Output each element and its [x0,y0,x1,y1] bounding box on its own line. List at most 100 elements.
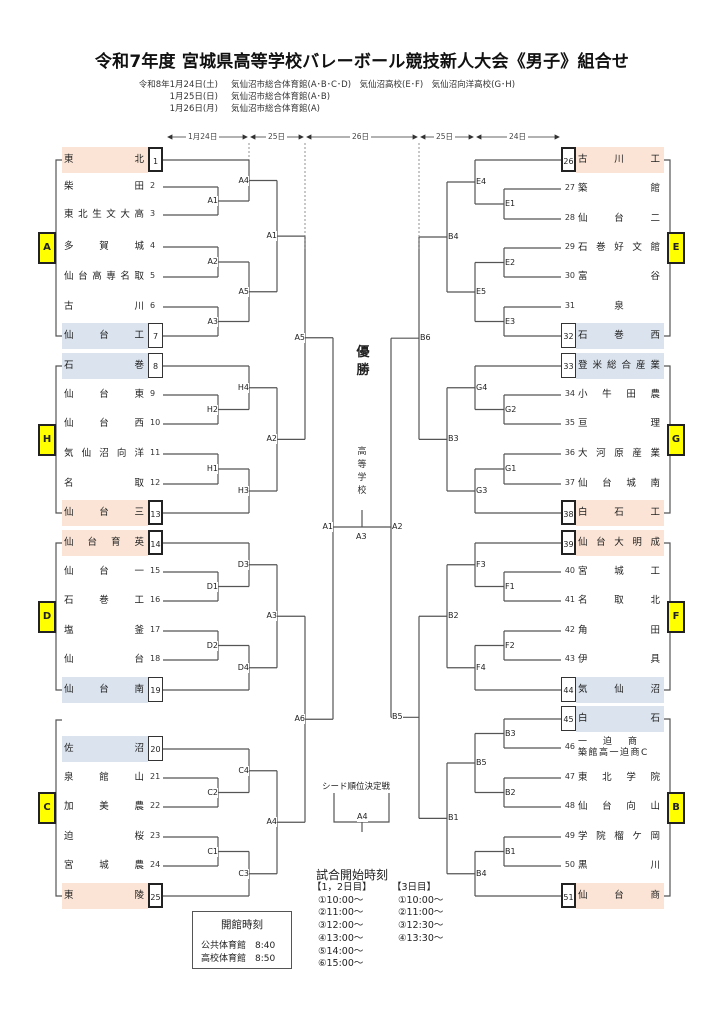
team-name: 名取北 [578,588,660,614]
team-name-char: 泉 [64,772,74,783]
match-label: H3 [237,486,249,496]
team-name: 迫桜 [64,824,144,850]
team-name: 仙台一 [64,559,144,585]
team-name-char: 台 [78,271,88,282]
team-number: 30 [564,271,575,280]
team-name-char: 仙 [64,537,74,548]
match-label: B5 [476,758,487,768]
team-name: 仙台西 [64,411,144,437]
match-label: F2 [505,640,515,651]
team-name: 仙台 [64,647,144,673]
team-number: 6 [150,301,156,310]
team-name-char: 北 [78,209,88,220]
team-name-char: 東 [64,209,74,220]
seed-number-box: 26 [561,147,576,172]
seed-number-box: 45 [561,706,576,731]
match-label: A4 [266,817,277,828]
team-name-char: 賀 [99,241,109,252]
team-name: 石巻工 [64,588,144,614]
team-number: 4 [150,241,156,250]
team-number: 27 [564,183,575,192]
team-name-char: 専 [106,271,116,282]
team-row: 仙台大明成 [576,530,664,556]
team-name-line2: 築館高一迫商C [578,748,649,758]
team-name-char: 気 [64,448,74,459]
match-label: A3 [266,611,277,622]
team-name-char: 沼 [650,684,660,695]
champion-char-2: 勝 [356,363,370,378]
team-row: 宮城農 [62,853,148,879]
day3-header: 【3日目】 [392,882,437,893]
match-label: C1 [207,846,218,857]
team-row: 名取北 [576,588,664,614]
arrowhead [468,134,474,140]
team-row: 東北学院 [576,765,664,791]
schedule-date-1: 令和8年1月24日(土) [138,80,218,90]
team-name-char: 石 [578,330,588,341]
seed-number-box: 1 [148,147,163,172]
team-name: 仙台東 [64,382,144,408]
team-name-char: 三 [134,507,144,518]
team-row: 白石工 [576,500,664,526]
day-header-jan24-left: 1月24日 [186,131,220,142]
team-name-char: 明 [632,537,642,548]
team-name-char: 仙 [64,566,74,577]
team-name: 富谷 [578,264,660,290]
team-name-char: 釜 [134,625,144,636]
start-times-title: 試合開始時刻 [316,868,389,882]
seed-number-box: 38 [561,500,576,525]
match-label: E5 [476,287,487,297]
team-name-char: 迫 [64,831,74,842]
block-D-badge: D [38,601,56,633]
team-name-char: 学 [626,772,636,783]
match-label: A3 [356,532,367,542]
team-row: 仙台育英 [62,530,148,556]
team-name: 小牛田農 [578,382,660,408]
match-label: C4 [238,765,249,776]
team-name-char: 城 [134,241,144,252]
team-name-char: 台 [602,478,612,489]
team-name-char: 気 [578,684,588,695]
team-name-char: 石 [64,595,74,606]
team-number: 12 [150,478,161,487]
team-row: 古川 [62,294,148,320]
match-label: E3 [505,316,516,327]
team-name: 仙台二 [578,206,660,232]
team-row: 富谷 [576,264,664,290]
team-name-char: 柴 [64,181,74,192]
bracket-line [55,365,62,514]
team-name-char: 仙 [578,801,588,812]
team-name-char: 仙 [578,537,588,548]
arrowhead [306,134,312,140]
team-row: 仙台城南 [576,471,664,497]
seed-number-box: 39 [561,530,576,555]
team-name: 気仙沼向洋 [64,441,144,467]
team-number: 17 [150,625,161,634]
team-name-char: 館 [650,183,660,194]
team-name-char: 米 [592,360,602,371]
team-row: 東陵 [62,883,148,909]
team-name-char: 築 [578,183,588,194]
seed-number-box: 19 [148,677,163,702]
team-name-char: 美 [99,801,109,812]
team-name-char: 向 [626,801,636,812]
team-name-char: 陵 [134,890,144,901]
team-name: 白石 [578,706,660,732]
team-name-char: 榴 [614,831,624,842]
team-name-char: 北 [650,595,660,606]
match-label: B4 [476,868,487,879]
arrowhead [242,134,248,140]
start-times-day3: 【3日目】 ①10:00～ ②11:00～ ③12:30～ ④13:30～ [392,882,443,946]
team-name: 白石工 [578,500,660,526]
team-name-char: 学 [578,831,588,842]
team-name-char: 仙 [81,448,92,459]
team-name-char: 川 [650,860,660,871]
team-name-char: 富 [578,271,588,282]
team-name: 泉館山 [64,765,144,791]
schedule-venue-1: 気仙沼市総合体育館(A･B･C･D) 気仙沼高校(E･F) 気仙沼向洋高校(G･… [231,80,516,90]
team-number: 43 [564,654,575,663]
team-number: 28 [564,213,575,222]
team-name-char: 山 [134,772,144,783]
team-name: 伊具 [578,647,660,673]
team-row: 加美農 [62,794,148,820]
